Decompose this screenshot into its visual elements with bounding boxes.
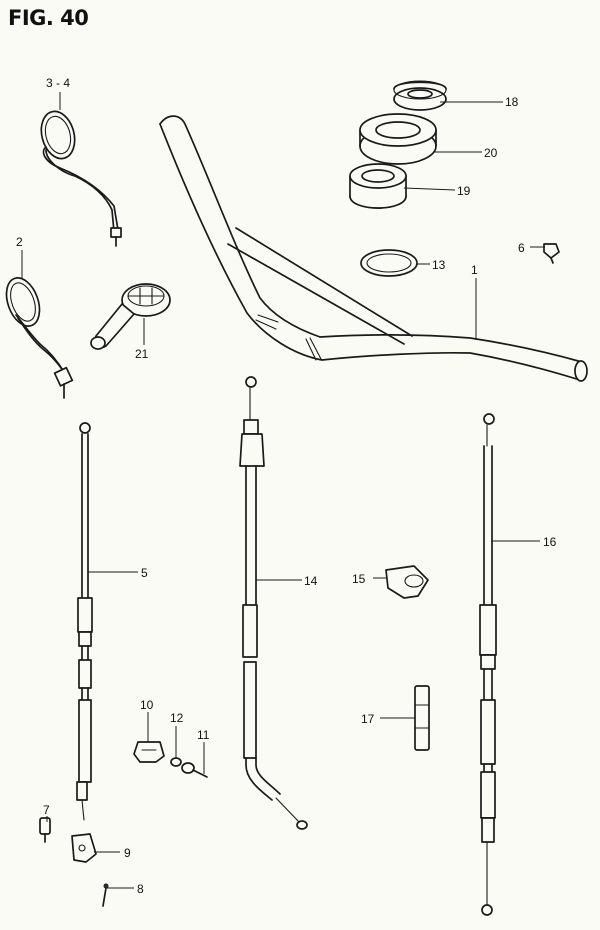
clamp [133, 741, 165, 763]
pin [39, 817, 51, 843]
mirror-left [5, 277, 74, 399]
callout-18: 18 [505, 95, 519, 109]
cable-guide [385, 565, 429, 599]
steering-race-top [393, 80, 447, 111]
steering-bearing-lower [349, 163, 407, 209]
callout-1: 1 [471, 263, 478, 277]
callout-13: 13 [432, 258, 446, 272]
callout-11: 11 [197, 728, 210, 742]
callout-19: 19 [457, 184, 471, 198]
washer [170, 757, 182, 767]
o-ring [360, 249, 418, 277]
callout-21: 21 [135, 347, 149, 361]
callout-3-4: 3 - 4 [46, 76, 70, 90]
cable-center [239, 376, 308, 830]
throttle-housing [90, 283, 171, 350]
cable-right [479, 413, 497, 916]
leader-lines [21, 92, 545, 889]
callout-12: 12 [170, 711, 184, 725]
callout-17: 17 [361, 712, 375, 726]
callout-2: 2 [16, 235, 23, 249]
cable-tie [414, 685, 430, 751]
callout-5: 5 [141, 566, 148, 580]
plug [543, 243, 560, 264]
callout-7: 7 [43, 803, 50, 817]
callout-14: 14 [304, 574, 318, 588]
clevis [71, 833, 97, 863]
handlebar [159, 115, 588, 382]
figure-title: FIG. 40 [8, 6, 89, 30]
mirror-right [40, 110, 122, 247]
callout-20: 20 [484, 146, 498, 160]
callout-6: 6 [518, 241, 525, 255]
steering-bearing-upper [359, 113, 437, 165]
callout-8: 8 [137, 882, 144, 896]
screw [181, 762, 208, 778]
cotter-pin [102, 883, 109, 907]
callout-15: 15 [352, 572, 366, 586]
cable-left [76, 422, 93, 821]
callout-10: 10 [140, 698, 154, 712]
callout-16: 16 [543, 535, 557, 549]
callout-9: 9 [124, 846, 131, 860]
